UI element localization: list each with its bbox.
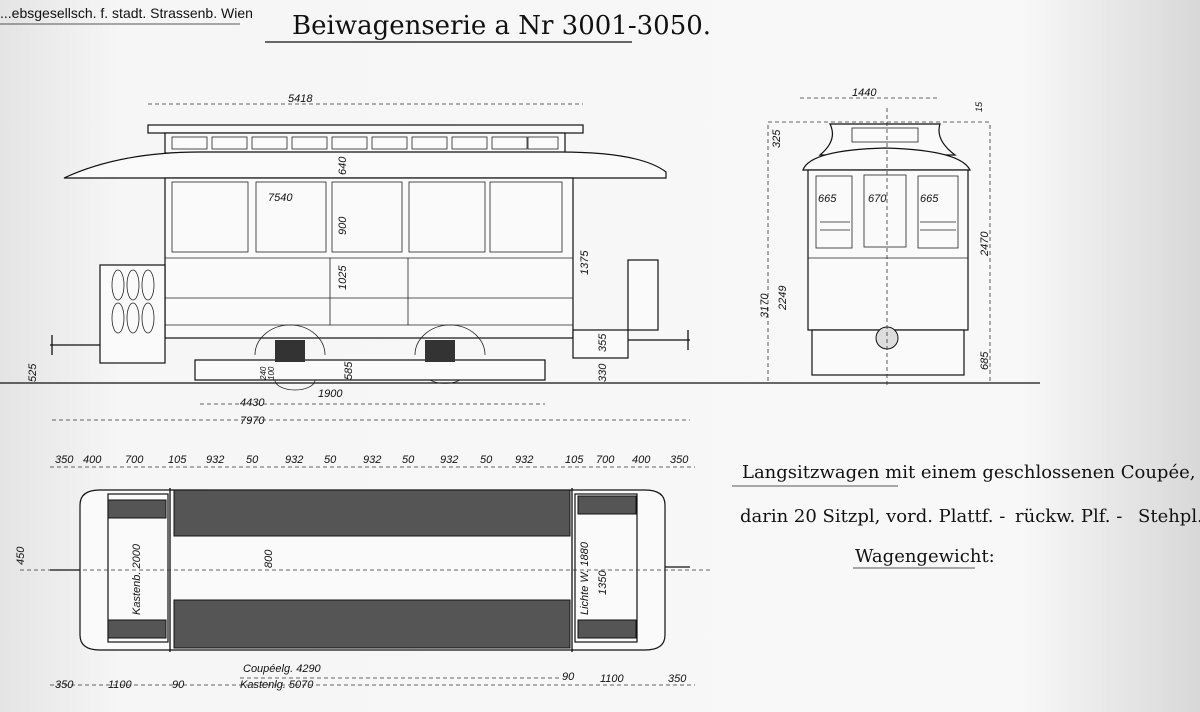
dim-4430: 4430 (240, 397, 265, 409)
dim-window-mid: 670 (868, 193, 887, 205)
dim-top-15: 400 (632, 454, 651, 466)
dim-330: 330 (597, 363, 609, 382)
dim-top-12: 932 (515, 454, 533, 466)
dim-640: 640 (337, 156, 349, 175)
dim-2249: 2249 (777, 286, 789, 311)
dim-top-16: 350 (670, 454, 689, 466)
end-view: 1440 15 325 665 670 665 2470 3170 2249 6… (759, 87, 991, 385)
dim-top-9: 50 (402, 454, 415, 466)
dim-100: 100 (267, 366, 276, 380)
dim-1025: 1025 (337, 265, 349, 290)
dim-240: 240 (259, 366, 268, 381)
dim-800: 800 (263, 549, 275, 568)
dim-325: 325 (771, 129, 783, 148)
dim-bottom-right-0: 90 (562, 671, 575, 683)
dim-bottom-left-0: 350 (55, 679, 74, 691)
dim-top-6: 932 (285, 454, 303, 466)
dim-585: 585 (343, 361, 355, 380)
dim-15: 15 (974, 101, 984, 112)
dim-top-1: 400 (83, 454, 102, 466)
plan-view: 350 400 700 105 932 50 932 50 932 50 932 50 932 105 70… (15, 454, 710, 691)
dim-top-2: 700 (125, 454, 144, 466)
dim-roof-length: 5418 (288, 93, 313, 105)
dim-window: 7540 (268, 192, 293, 204)
dim-bottom-right-2: 350 (668, 673, 687, 685)
dim-bottom-left-2: 90 (172, 679, 185, 691)
dim-top-13: 105 (565, 454, 584, 466)
dim-1375: 1375 (579, 250, 591, 275)
dim-window-right: 665 (920, 193, 939, 205)
dim-body-width: Kastenb. 2000 (131, 543, 143, 615)
side-view: 5418 7540 640 900 1025 1375 355 330 585 … (27, 93, 690, 427)
page-title: Beiwagenserie a Nr 3001-3050. (292, 11, 711, 41)
dim-body-length: Kastenlg. 5070 (240, 679, 314, 691)
dim-685: 685 (979, 351, 991, 370)
dim-top-8: 932 (363, 454, 381, 466)
dim-end-width: 1440 (852, 87, 877, 99)
header: ...ebsgesellsch. f. stadt. Strassenb. Wi… (0, 5, 711, 43)
dim-bottom-left-1: 1100 (108, 679, 133, 691)
dim-450: 450 (15, 546, 27, 565)
dim-bottom-right-1: 1100 (600, 673, 625, 685)
dim-window-left: 665 (818, 193, 837, 205)
dim-top-0: 350 (55, 454, 74, 466)
description-line-1: Langsitzwagen mit einem geschlossenen Co… (742, 462, 1195, 483)
dim-top-4: 932 (206, 454, 224, 466)
dim-525: 525 (27, 363, 39, 382)
dim-overall: 7970 (240, 415, 265, 427)
description: Langsitzwagen mit einem geschlossenen Co… (732, 462, 1200, 569)
dim-top-5: 50 (246, 454, 259, 466)
dim-3170: 3170 (759, 293, 771, 318)
dim-wheelbase: 1900 (318, 388, 343, 400)
dim-top-7: 50 (324, 454, 337, 466)
description-line-2: darin 20 Sitzpl, vord. Plattf. - (740, 506, 1005, 527)
description-weight: Wagengewicht: (855, 546, 995, 567)
dim-coupe-length: Coupéelg. 4290 (243, 663, 322, 675)
dim-top-3: 105 (168, 454, 187, 466)
company-name: ...ebsgesellsch. f. stadt. Strassenb. Wi… (0, 5, 253, 21)
dim-top-11: 50 (480, 454, 493, 466)
dim-355: 355 (597, 333, 609, 352)
dim-clear-width: Lichte W. 1880 (579, 541, 591, 615)
dim-2470: 2470 (979, 231, 991, 257)
dim-top-10: 932 (440, 454, 458, 466)
description-standing-rear: rückw. Plf. - (1015, 506, 1122, 527)
description-standing: Stehpl. (1138, 506, 1200, 527)
dim-top-14: 700 (596, 454, 615, 466)
dim-900: 900 (337, 216, 349, 235)
dim-1350: 1350 (597, 570, 609, 595)
